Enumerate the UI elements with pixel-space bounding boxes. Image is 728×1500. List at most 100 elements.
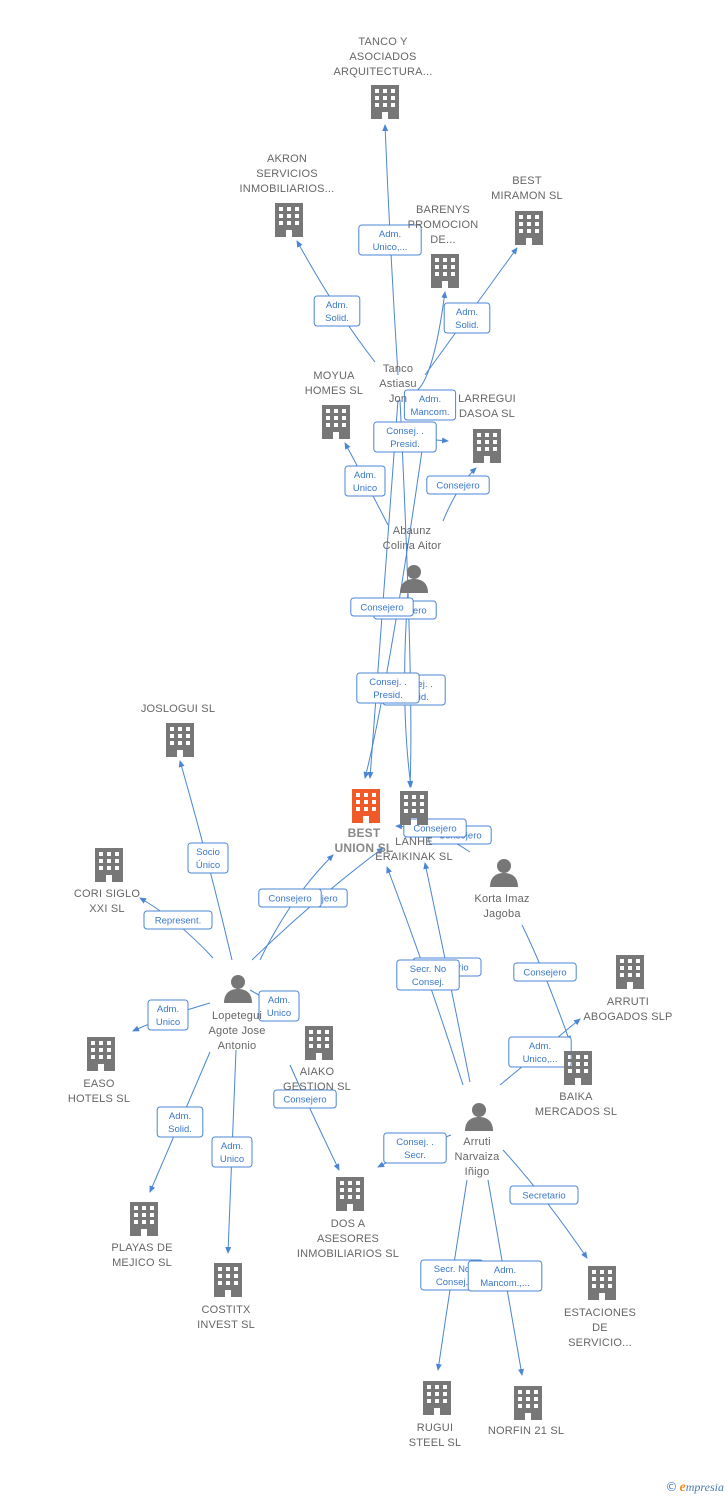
edge-label-e19[interactable]: Adm.Unico [258, 990, 300, 1022]
edge-label-text: Secr. No [410, 964, 446, 975]
edge-label-box[interactable] [273, 1089, 337, 1109]
node-label: NORFIN 21 SL [488, 1425, 564, 1437]
edge-label-box[interactable] [467, 1260, 543, 1292]
edge-label-text: Adm. [456, 307, 478, 318]
edge-label-e18[interactable]: Adm.Unico [147, 999, 189, 1031]
edge-label-text: Unico,... [373, 242, 408, 253]
edge-label-box[interactable] [211, 1136, 253, 1168]
edge-label-box[interactable] [344, 465, 386, 497]
edge-label-e6[interactable]: Adm.Unico [344, 465, 386, 497]
edge-label-text: Unico,... [523, 1054, 558, 1065]
edge-label-e24[interactable]: Adm.Unico,... [508, 1036, 572, 1068]
node-label: Antonio [218, 1040, 257, 1052]
focus-building-icon [352, 789, 380, 823]
edge-label-box[interactable] [358, 224, 422, 256]
edge-label-e3[interactable]: Adm.Solid. [443, 302, 491, 334]
edge-label-e1[interactable]: Adm.Unico,... [358, 224, 422, 256]
edge-label-box[interactable] [350, 597, 414, 617]
edge-label-box[interactable] [509, 1185, 579, 1205]
company-node-akron[interactable]: AKRONSERVICIOSINMOBILIARIOS... [240, 153, 335, 237]
edge-label-e28[interactable]: Secretario [509, 1185, 579, 1205]
edge-label-box[interactable] [187, 842, 229, 874]
building-icon [431, 254, 459, 288]
company-node-estaciones[interactable]: ESTACIONESDESERVICIO... [564, 1266, 636, 1349]
building-icon [95, 848, 123, 882]
building-icon [305, 1026, 333, 1060]
edge-label-text: Secretario [522, 1191, 565, 1202]
edge-label-e5[interactable]: Consej. .Presid. [373, 421, 437, 453]
edge-label-e20[interactable]: Consejero [273, 1089, 337, 1109]
edge-label-box[interactable] [313, 295, 361, 327]
edge-label-box[interactable] [513, 962, 577, 982]
node-label: Jagoba [483, 908, 521, 920]
edge-label-text: Adm. [169, 1111, 191, 1122]
node-label: LARREGUI [458, 393, 516, 405]
edge-label-e30[interactable]: Adm.Mancom.,... [467, 1260, 543, 1292]
edge-label-box[interactable] [396, 959, 460, 991]
node-label: JOSLOGUI SL [141, 703, 215, 715]
company-node-norfin[interactable]: NORFIN 21 SL [488, 1386, 564, 1437]
edge-label-e9[interactable]: Consejero [350, 597, 414, 617]
node-label: EASO [83, 1078, 115, 1090]
edge-label-e13[interactable]: Consejero [403, 818, 467, 838]
edge-label-e27[interactable]: Consej. .Secr. [383, 1132, 447, 1164]
edge-label-e7[interactable]: Consejero [426, 475, 490, 495]
edge-label-e26[interactable]: Adm.Unico [211, 1136, 253, 1168]
empresia-logo: ©empresia [666, 1480, 724, 1496]
edge-label-e21[interactable]: Consejero [513, 962, 577, 982]
company-node-tanco_arq[interactable]: TANCO YASOCIADOSARQUITECTURA... [334, 36, 433, 119]
company-node-joslogui[interactable]: JOSLOGUI SL [141, 703, 215, 757]
edge-label-e17[interactable]: Consejero [258, 888, 322, 908]
edge-label-box[interactable] [383, 1132, 447, 1164]
edge-label-box[interactable] [356, 672, 420, 704]
edge-label-box[interactable] [258, 990, 300, 1022]
edge-label-box[interactable] [373, 421, 437, 453]
building-icon [423, 1381, 451, 1415]
edge-label-e2[interactable]: Adm.Solid. [313, 295, 361, 327]
edge-label-box[interactable] [258, 888, 322, 908]
edge-label-e23[interactable]: Secr. No Consej. [396, 959, 460, 991]
edge-label-box[interactable] [443, 302, 491, 334]
edge-label-e11[interactable]: Consej. .Presid. [356, 672, 420, 704]
edge-label-box[interactable] [156, 1106, 204, 1138]
node-label: Tanco [383, 363, 413, 375]
edge-label-box[interactable] [143, 910, 213, 930]
edge-label-e15[interactable]: Represent. [143, 910, 213, 930]
edge-label-text: Consej. [412, 977, 444, 988]
building-icon [166, 723, 194, 757]
building-icon [514, 1386, 542, 1420]
edge-label-e4[interactable]: Adm.Mancom. [403, 389, 457, 421]
edge-label-box[interactable] [403, 389, 457, 421]
company-node-larregui[interactable]: LARREGUI DASOA SL [458, 393, 516, 463]
node-label: DASOA SL [459, 408, 515, 420]
edge-label-text: Adm. [157, 1004, 179, 1015]
edge-label-text: Consejero [283, 1095, 326, 1106]
company-node-barenys[interactable]: BARENYSPROMOCIONDE... [408, 204, 479, 288]
edge-label-e25[interactable]: Adm.Solid. [156, 1106, 204, 1138]
edge-label-box[interactable] [147, 999, 189, 1031]
node-label: LANHE [395, 836, 433, 848]
edge-label-text: Mancom. [410, 407, 449, 418]
edge-label-box[interactable] [426, 475, 490, 495]
node-label: TANCO Y [358, 36, 408, 48]
